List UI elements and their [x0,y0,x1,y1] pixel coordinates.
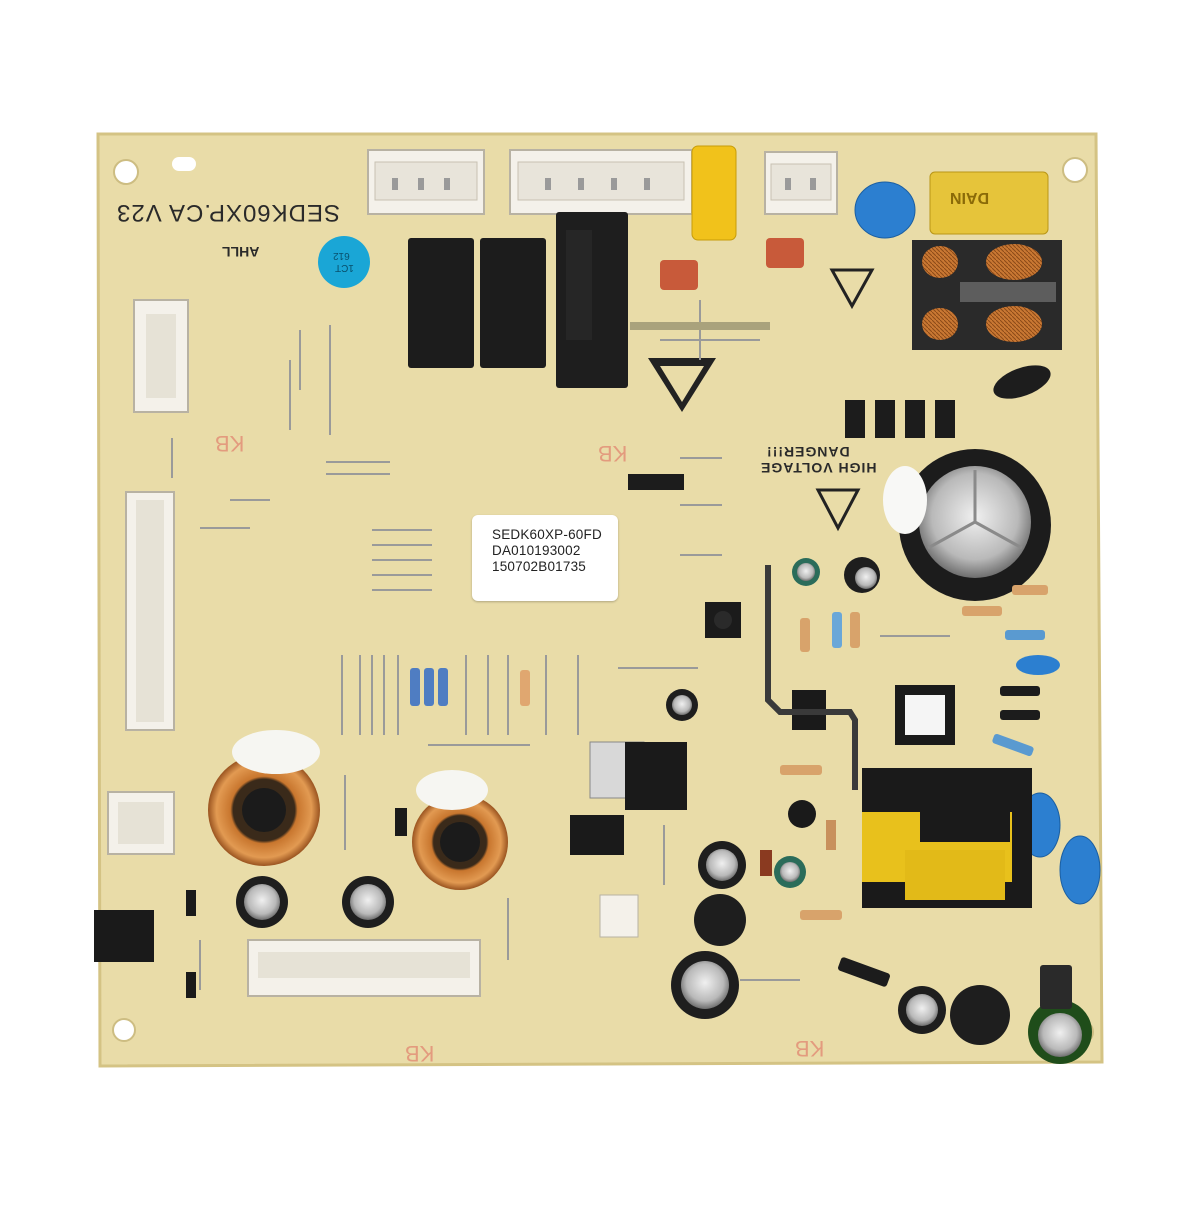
mount-hole [113,159,139,185]
thermistor [993,365,1051,399]
blue-sticker [318,236,370,288]
fuse [766,238,804,268]
board-model-silkscreen: SEDK60XP.CA V23 [116,199,341,226]
mount-hole [1062,157,1088,183]
slot-hole [172,157,196,171]
warning-text-line1: HIGH VOLTAGE [760,460,877,476]
transistor-q15 [570,815,624,855]
warning-text-line2: DANGER!!! [766,444,850,460]
ceramic-capacitor [1016,655,1060,675]
label-model: SEDK60XP-60FD [492,527,602,542]
connector-top-2 [509,149,693,215]
transistor-q [788,800,816,828]
transistor-q16 [94,910,154,962]
relay-k3 [480,238,546,368]
x-capacitor [929,171,1049,235]
white-glue [883,466,927,534]
product-label-sticker: SEDK60XP-60FD DA010193002 150702B01735 [472,515,618,601]
label-serial: 150702B01735 [492,559,586,574]
kb-stamp: KB [405,1041,435,1066]
ceramic-capacitor [1059,835,1101,905]
fuse [660,260,698,290]
blue-sticker-text-2: 1CT [335,262,354,273]
connector-top-3 [764,151,838,215]
maker-silkscreen: AHLL [222,244,260,260]
relay-k1 [408,238,474,368]
connector-cn1 [107,791,175,855]
kb-stamp: KB [795,1036,825,1061]
hv-warning-triangle [815,488,861,532]
label-part-number: DA010193002 [492,543,581,558]
kb-stamp: KB [598,441,628,466]
mount-hole [112,1018,136,1042]
ceramic-capacitor [854,181,916,239]
y-capacitor [691,145,737,241]
connector-cn7 [247,939,481,997]
hv-warning-triangle [829,268,875,310]
connector-top-1 [367,149,485,215]
pin-header-cn9 [628,474,684,490]
connector-cn8 [133,299,189,413]
brand-capacitor-text: DAIN [950,189,990,206]
electrolytic-capacitor [950,985,1010,1045]
connector-cn6 [125,491,175,731]
connector-cn5 [599,894,639,938]
blue-sticker-text-1: 612 [333,250,350,261]
kb-stamp: KB [215,431,245,456]
electrolytic-capacitor [694,894,746,946]
